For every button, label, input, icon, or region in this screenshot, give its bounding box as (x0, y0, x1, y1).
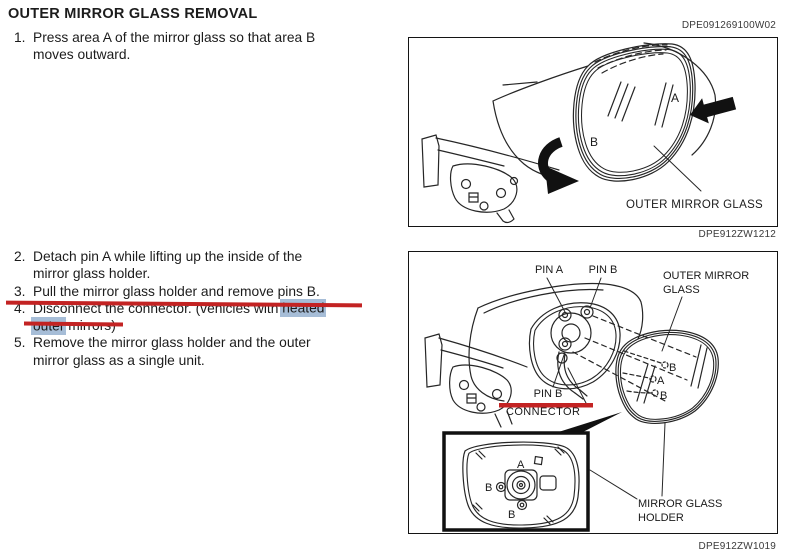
step-number: 2. (14, 249, 26, 264)
inset-pin-a-label: A (517, 459, 525, 471)
page-title: OUTER MIRROR GLASS REMOVAL (8, 6, 258, 22)
inset-pin-b-bottom-label: B (508, 509, 515, 521)
step-number: 1. (14, 30, 26, 45)
step-text-line: mirror glass as a single unit. (33, 352, 205, 368)
red-strike-connector-mark (499, 403, 593, 408)
figure1-drawing: A B OUTER MIRROR GLASS (421, 42, 763, 224)
step-list-bottom: 2. Detach pin A while lifting up the ins… (8, 248, 385, 369)
rotate-out-arrowhead (545, 166, 579, 194)
step-3: 3. Pull the mirror glass holder and remo… (8, 283, 385, 300)
mirror-glass-holder-label-line1: MIRROR GLASS (638, 498, 722, 510)
figure2-code-bottom: DPE912ZW1019 (698, 541, 776, 552)
glass-area-b-label: B (590, 135, 598, 149)
glass-pin-a-label: A (657, 375, 665, 387)
housing-exploded-drawing (424, 277, 719, 500)
glass-pin-b2-label: B (660, 390, 667, 402)
glass-pin-b1-label: B (669, 362, 676, 374)
mirror-glass-holder-label-line2: HOLDER (638, 512, 684, 524)
connector-label: CONNECTOR (506, 406, 580, 418)
step-text-line: Pull the mirror glass holder and remove … (33, 283, 320, 299)
mirror-housing-drawing (421, 42, 717, 224)
step-text-line: mirror glass holder. (33, 266, 151, 282)
step-text-line: Detach pin A while lifting up the inside… (33, 249, 303, 264)
outer-mirror-glass-label: OUTER MIRROR GLASS (626, 199, 763, 211)
holder-back-drawing (462, 441, 580, 529)
figure2-drawing: A B B PIN A PIN B OUTER MIRROR GLASS PIN… (424, 264, 749, 532)
step-text-line: outer mirrors) (31, 316, 385, 335)
holder-back-inset: A B B (442, 412, 622, 532)
figure1-frame: A B OUTER MIRROR GLASS (408, 37, 778, 227)
inset-pin-b-left-label: B (485, 482, 492, 494)
step-text-line: Press area A of the mirror glass so that… (33, 30, 316, 45)
pin-b-bottom-label: PIN B (534, 388, 563, 400)
pin-b-top-label: PIN B (589, 264, 618, 276)
outer-mirror-glass-label-line1: OUTER MIRROR (663, 270, 749, 282)
step-number: 3. (14, 283, 26, 299)
step-number: 5. (14, 335, 26, 351)
highlighted-word: outer (31, 316, 67, 335)
glass-area-a-label: A (671, 91, 679, 105)
press-direction-arrow (690, 96, 737, 124)
step-text-line: moves outward. (33, 47, 131, 63)
step-2: 2. Detach pin A while lifting up the ins… (8, 248, 385, 283)
figure1-code-top: DPE091269100W02 (681, 20, 776, 31)
step-number: 4. (14, 300, 26, 316)
inset-callout-wedge (549, 412, 622, 435)
step-5: 5. Remove the mirror glass holder and th… (8, 334, 385, 369)
figure2-frame: A B B PIN A PIN B OUTER MIRROR GLASS PIN… (408, 251, 778, 534)
step-list-top: 1. Press area A of the mirror glass so t… (8, 29, 385, 64)
figure1-code-bottom: DPE912ZW1212 (698, 229, 776, 240)
step-text-line: Remove the mirror glass holder and the o… (33, 335, 311, 351)
pin-a-label: PIN A (535, 264, 564, 276)
step-1: 1. Press area A of the mirror glass so t… (8, 29, 385, 64)
outer-mirror-glass-label-line2: GLASS (663, 284, 700, 296)
